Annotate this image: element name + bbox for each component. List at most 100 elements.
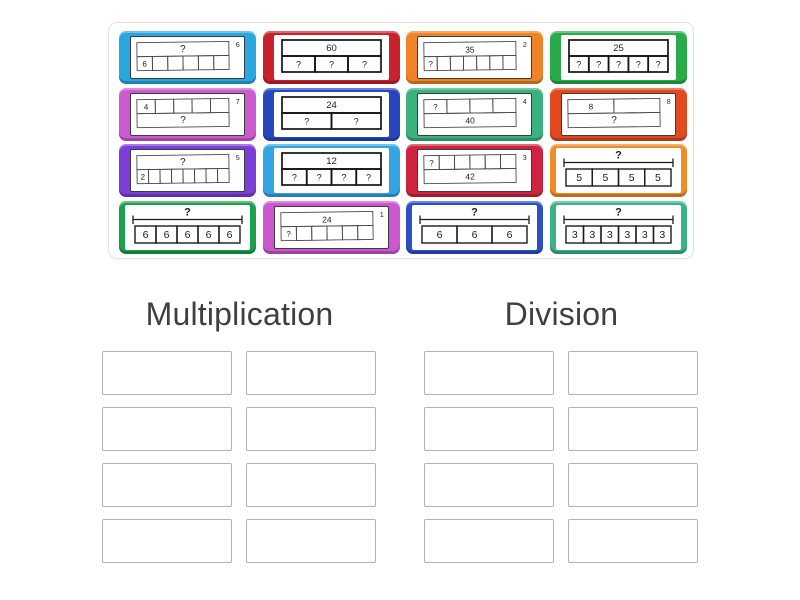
sort-card[interactable]: 24?? xyxy=(262,87,400,141)
svg-text:?: ? xyxy=(635,60,640,70)
svg-text:6: 6 xyxy=(164,229,170,241)
bar-model-diagram: 12???? xyxy=(273,148,389,193)
svg-text:3: 3 xyxy=(571,229,577,241)
bar-model-diagram: ? 6 6 xyxy=(130,36,245,79)
drop-slot[interactable] xyxy=(102,407,232,451)
drop-slot[interactable] xyxy=(246,351,376,395)
svg-text:4: 4 xyxy=(523,98,527,105)
svg-text:3: 3 xyxy=(624,229,630,241)
drop-slot[interactable] xyxy=(424,351,554,395)
svg-text:2: 2 xyxy=(523,42,527,49)
svg-text:?: ? xyxy=(655,60,660,70)
svg-text:?: ? xyxy=(611,115,617,126)
drop-slot[interactable] xyxy=(568,519,698,563)
svg-text:2: 2 xyxy=(141,173,146,182)
sort-card[interactable]: 12???? xyxy=(262,144,400,197)
drop-slot[interactable] xyxy=(424,463,554,507)
svg-text:5: 5 xyxy=(576,172,582,184)
svg-text:6: 6 xyxy=(227,229,233,241)
sort-card[interactable]: 35?2 xyxy=(406,31,543,84)
svg-text:?: ? xyxy=(180,44,186,55)
bar-model-diagram: 60??? xyxy=(273,35,389,80)
sort-card[interactable]: 8?8 xyxy=(549,87,687,141)
svg-text:?: ? xyxy=(615,206,622,218)
drop-slot[interactable] xyxy=(424,519,554,563)
svg-text:3: 3 xyxy=(606,229,612,241)
svg-text:42: 42 xyxy=(465,171,475,181)
drop-slot[interactable] xyxy=(424,407,554,451)
svg-text:?: ? xyxy=(316,173,321,183)
group-title-multiplication: Multiplication xyxy=(145,296,334,332)
sort-card[interactable]: 24?1 xyxy=(262,200,400,254)
svg-text:?: ? xyxy=(286,229,291,238)
drop-slot[interactable] xyxy=(102,519,232,563)
svg-text:?: ? xyxy=(341,173,346,183)
drop-slot[interactable] xyxy=(102,351,232,395)
svg-text:8: 8 xyxy=(666,98,670,105)
svg-text:6: 6 xyxy=(206,229,212,241)
svg-text:?: ? xyxy=(353,116,358,126)
sort-card[interactable]: ? 6 6 6 xyxy=(406,200,543,254)
svg-text:?: ? xyxy=(184,206,191,218)
bar-model-diagram: ? 6 6 6 6 6 xyxy=(125,204,250,250)
sort-card[interactable]: 4?7 xyxy=(119,87,256,141)
svg-text:24: 24 xyxy=(326,100,337,111)
bar-model-diagram: 24?1 xyxy=(273,205,389,249)
svg-text:5: 5 xyxy=(602,172,608,184)
drop-slot[interactable] xyxy=(568,351,698,395)
drop-slot[interactable] xyxy=(102,463,232,507)
svg-text:3: 3 xyxy=(659,229,665,241)
svg-text:40: 40 xyxy=(465,115,475,125)
sort-card[interactable]: ? 2 5 xyxy=(119,144,256,197)
svg-text:?: ? xyxy=(471,206,478,218)
sort-card[interactable]: ? 6 6 xyxy=(119,31,256,84)
bar-model-diagram: 8?8 xyxy=(560,92,676,136)
svg-text:6: 6 xyxy=(437,229,443,241)
svg-text:?: ? xyxy=(291,173,296,183)
sort-card[interactable]: ? 6 6 6 6 6 xyxy=(119,200,256,254)
svg-text:3: 3 xyxy=(589,229,595,241)
svg-text:4: 4 xyxy=(144,102,149,111)
drop-slot[interactable] xyxy=(246,519,376,563)
svg-text:60: 60 xyxy=(326,43,337,54)
svg-text:?: ? xyxy=(429,159,434,168)
svg-text:?: ? xyxy=(615,60,620,70)
sort-card[interactable]: ? 40 4 xyxy=(406,87,543,141)
svg-text:5: 5 xyxy=(236,155,240,162)
svg-text:7: 7 xyxy=(236,98,240,105)
sort-card[interactable]: 60??? xyxy=(262,31,400,84)
group-division: Division xyxy=(424,292,699,563)
division-slot-grid xyxy=(424,351,699,563)
svg-text:?: ? xyxy=(366,173,371,183)
svg-text:6: 6 xyxy=(143,229,149,241)
svg-text:?: ? xyxy=(576,60,581,70)
bar-model-diagram: ? 6 6 6 xyxy=(412,204,537,250)
svg-text:6: 6 xyxy=(185,229,191,241)
svg-text:?: ? xyxy=(295,60,300,70)
drop-slot[interactable] xyxy=(568,407,698,451)
drop-slot[interactable] xyxy=(246,463,376,507)
svg-text:25: 25 xyxy=(613,43,624,54)
sort-card[interactable]: 25????? xyxy=(549,31,687,84)
svg-text:?: ? xyxy=(615,150,622,162)
svg-text:6: 6 xyxy=(507,229,513,241)
svg-text:6: 6 xyxy=(142,60,147,69)
svg-text:?: ? xyxy=(180,157,186,168)
bar-model-diagram: 4?7 xyxy=(130,92,245,136)
svg-text:3: 3 xyxy=(641,229,647,241)
svg-text:6: 6 xyxy=(236,42,240,49)
drop-slot[interactable] xyxy=(246,407,376,451)
svg-text:6: 6 xyxy=(472,229,478,241)
svg-text:35: 35 xyxy=(465,44,475,54)
drop-slot[interactable] xyxy=(568,463,698,507)
svg-text:?: ? xyxy=(433,102,438,111)
multiplication-slot-grid xyxy=(102,351,377,563)
bar-model-diagram: 25????? xyxy=(560,35,676,80)
